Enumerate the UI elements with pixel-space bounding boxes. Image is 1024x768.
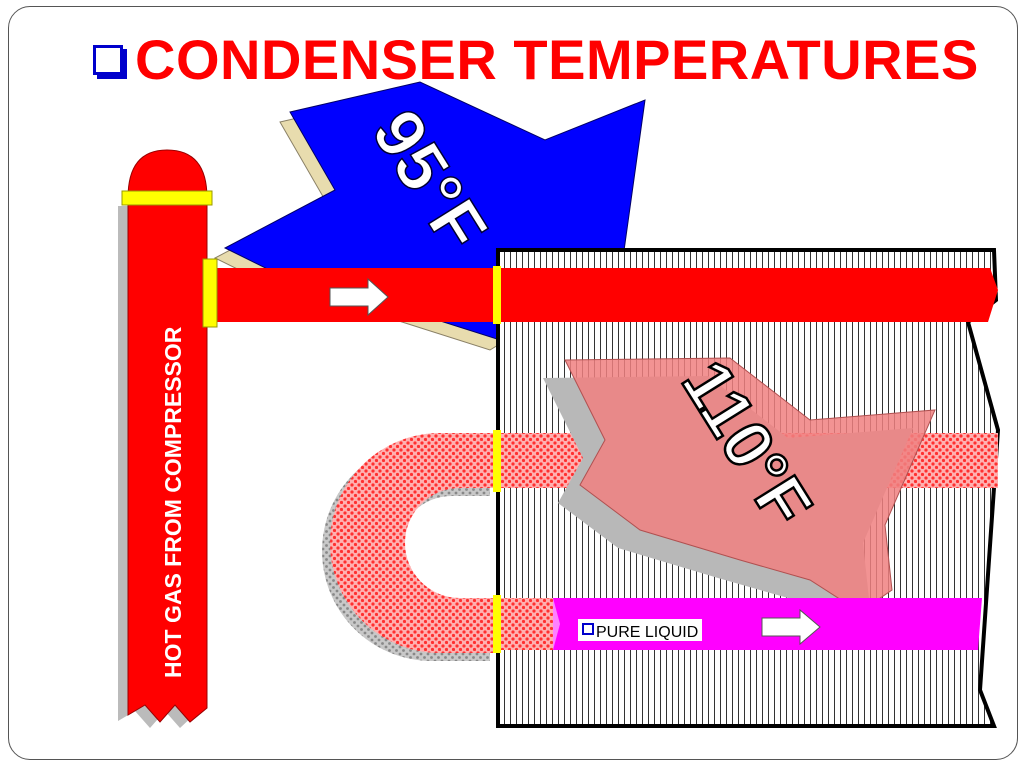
liquid-flow-arrow-icon [761, 608, 821, 646]
liquid-joint [493, 595, 501, 653]
slide-title-text: CONDENSER TEMPERATURES [135, 28, 979, 91]
inlet-joint-right [493, 266, 501, 324]
hot-gas-inlet-line [202, 258, 998, 328]
liquid-line-label: PURE LIQUID [596, 624, 698, 641]
flow-arrow-right-icon [329, 277, 389, 317]
slide-title: CONDENSER TEMPERATURES [93, 25, 979, 95]
inlet-joint-left [202, 258, 218, 328]
liquid-line: PURE LIQUID [493, 430, 982, 653]
return-joint [493, 430, 501, 492]
condensing-temperature-star: 110°F [543, 346, 936, 630]
hollow-square-bullet-icon [93, 45, 123, 75]
pipe-cap-joint [121, 190, 213, 206]
liquid-label-box [578, 619, 702, 641]
hot-gas-pipe-label: HOT GAS FROM COMPRESSOR [160, 326, 186, 678]
return-bend [322, 433, 498, 661]
hot-gas-riser-pipe: HOT GAS FROM COMPRESSOR [118, 149, 213, 728]
small-square-bullet-icon [582, 623, 594, 635]
